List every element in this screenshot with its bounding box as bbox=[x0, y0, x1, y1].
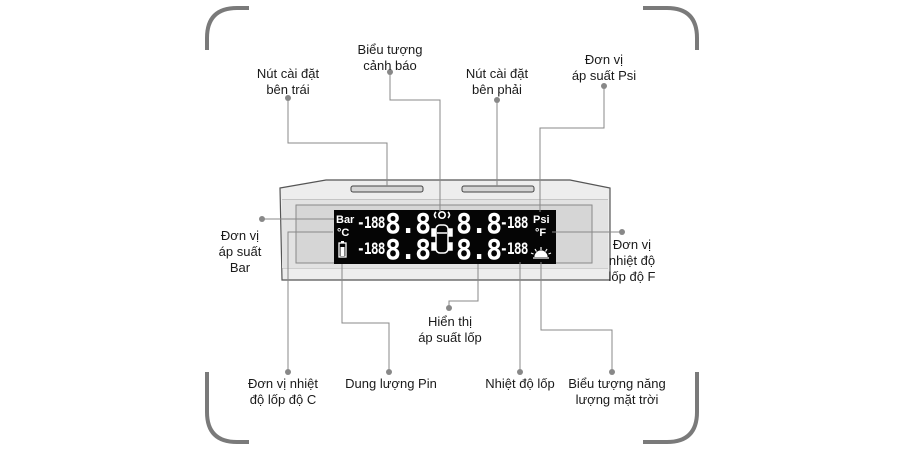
leader-pressure bbox=[448, 264, 479, 308]
pressure-bottom-left: 8.8 bbox=[385, 233, 431, 266]
label-pressure-display: Hiển thị áp suất lốp bbox=[418, 314, 482, 345]
label-solar-icon: Biểu tượng năng lượng mặt trời bbox=[568, 376, 666, 407]
dot-battery bbox=[386, 369, 392, 375]
leader-psi bbox=[539, 86, 605, 212]
frame-corners bbox=[205, 6, 699, 444]
dot-psi bbox=[601, 83, 607, 89]
unit-bar-indicator: Bar bbox=[336, 214, 355, 226]
leader-warning bbox=[389, 72, 441, 212]
label-battery: Dung lượng Pin bbox=[345, 376, 437, 391]
pressure-bottom-right: 8.8 bbox=[456, 233, 502, 266]
warning-icon bbox=[433, 211, 451, 220]
leader-dots bbox=[259, 69, 625, 375]
leader-left-button bbox=[287, 98, 388, 186]
dot-bar bbox=[259, 216, 265, 222]
car-icon bbox=[431, 224, 453, 254]
right-setting-button[interactable] bbox=[461, 185, 535, 193]
battery-icon bbox=[338, 241, 347, 258]
leader-c bbox=[287, 231, 333, 372]
temp-bottom-left: -188 bbox=[357, 239, 385, 258]
dot-warning bbox=[387, 69, 393, 75]
lcd-screen bbox=[334, 210, 556, 264]
dot-temp bbox=[517, 369, 523, 375]
unit-c-indicator: °C bbox=[337, 227, 350, 239]
dot-f bbox=[619, 229, 625, 235]
pressure-top-right: 8.8 bbox=[456, 207, 502, 240]
setting-buttons bbox=[350, 185, 535, 193]
solar-icon bbox=[530, 247, 552, 259]
dot-pressure bbox=[446, 305, 452, 311]
label-warning-icon: Biểu tượng cảnh báo bbox=[357, 42, 423, 73]
temp-top-right: -188 bbox=[500, 213, 528, 232]
leader-solar bbox=[540, 262, 613, 372]
label-psi-unit: Đơn vị áp suất Psi bbox=[571, 52, 637, 83]
temp-top-left: -188 bbox=[357, 213, 385, 232]
frame-corner-tr bbox=[643, 6, 699, 50]
label-f-unit: Đơn vị nhiệt độ lốp độ F bbox=[608, 237, 656, 284]
dot-right-button bbox=[494, 97, 500, 103]
dot-left-button bbox=[285, 95, 291, 101]
unit-f-indicator: °F bbox=[535, 227, 547, 239]
dot-solar bbox=[609, 369, 615, 375]
label-c-unit: Đơn vị nhiệt độ lốp độ C bbox=[248, 376, 318, 407]
unit-psi-indicator: Psi bbox=[533, 214, 550, 226]
pressure-top-left: 8.8 bbox=[385, 207, 431, 240]
leader-lines bbox=[262, 72, 622, 372]
dot-c bbox=[285, 369, 291, 375]
label-tire-temp: Nhiệt độ lốp bbox=[485, 376, 555, 391]
label-right-button: Nút cài đặt bên phải bbox=[465, 66, 529, 97]
label-left-button: Nút cài đặt bên trái bbox=[256, 66, 320, 97]
frame-corner-tl bbox=[205, 6, 249, 50]
temp-bottom-right: -188 bbox=[500, 239, 528, 258]
label-bar-unit: Đơn vị áp suất Bar bbox=[218, 228, 262, 275]
frame-corner-bl bbox=[205, 372, 249, 444]
leader-battery bbox=[341, 264, 390, 372]
frame-corner-br bbox=[643, 372, 699, 444]
left-setting-button[interactable] bbox=[350, 185, 424, 193]
